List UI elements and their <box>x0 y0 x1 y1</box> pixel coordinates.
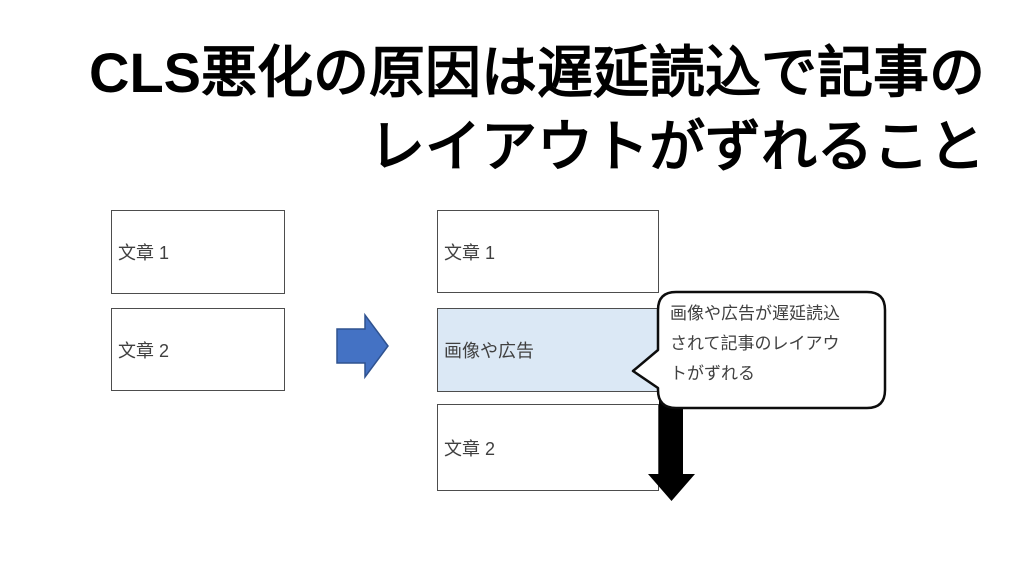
after-box-text2-label: 文章 2 <box>444 438 496 459</box>
title-line-1: CLS悪化の原因は遅延読込で記事の <box>89 41 985 104</box>
title-line-2: レイアウトがずれること <box>369 115 985 178</box>
before-box-text1: 文章 1 <box>111 210 285 294</box>
speech-bubble-line-1: 画像や広告が遅延読込 <box>670 304 840 323</box>
speech-bubble-line-3: トがずれる <box>670 364 755 383</box>
transform-right-arrow-icon <box>336 312 389 380</box>
after-box-image-ad: 画像や広告 <box>437 308 659 392</box>
speech-bubble-line-2: されて記事のレイアウ <box>670 334 840 353</box>
speech-bubble-text: 画像や広告が遅延読込 されて記事のレイアウ トがずれる <box>670 299 875 389</box>
after-box-text1-label: 文章 1 <box>444 242 496 263</box>
slide-title: CLS悪化の原因は遅延読込で記事の レイアウトがずれること <box>89 36 985 184</box>
after-box-image-ad-label: 画像や広告 <box>444 341 534 361</box>
after-box-text1: 文章 1 <box>437 210 659 293</box>
after-box-text2: 文章 2 <box>437 404 659 491</box>
before-box-text2: 文章 2 <box>111 308 285 391</box>
before-box-text2-label: 文章 2 <box>118 340 170 361</box>
before-box-text1-label: 文章 1 <box>118 243 170 263</box>
